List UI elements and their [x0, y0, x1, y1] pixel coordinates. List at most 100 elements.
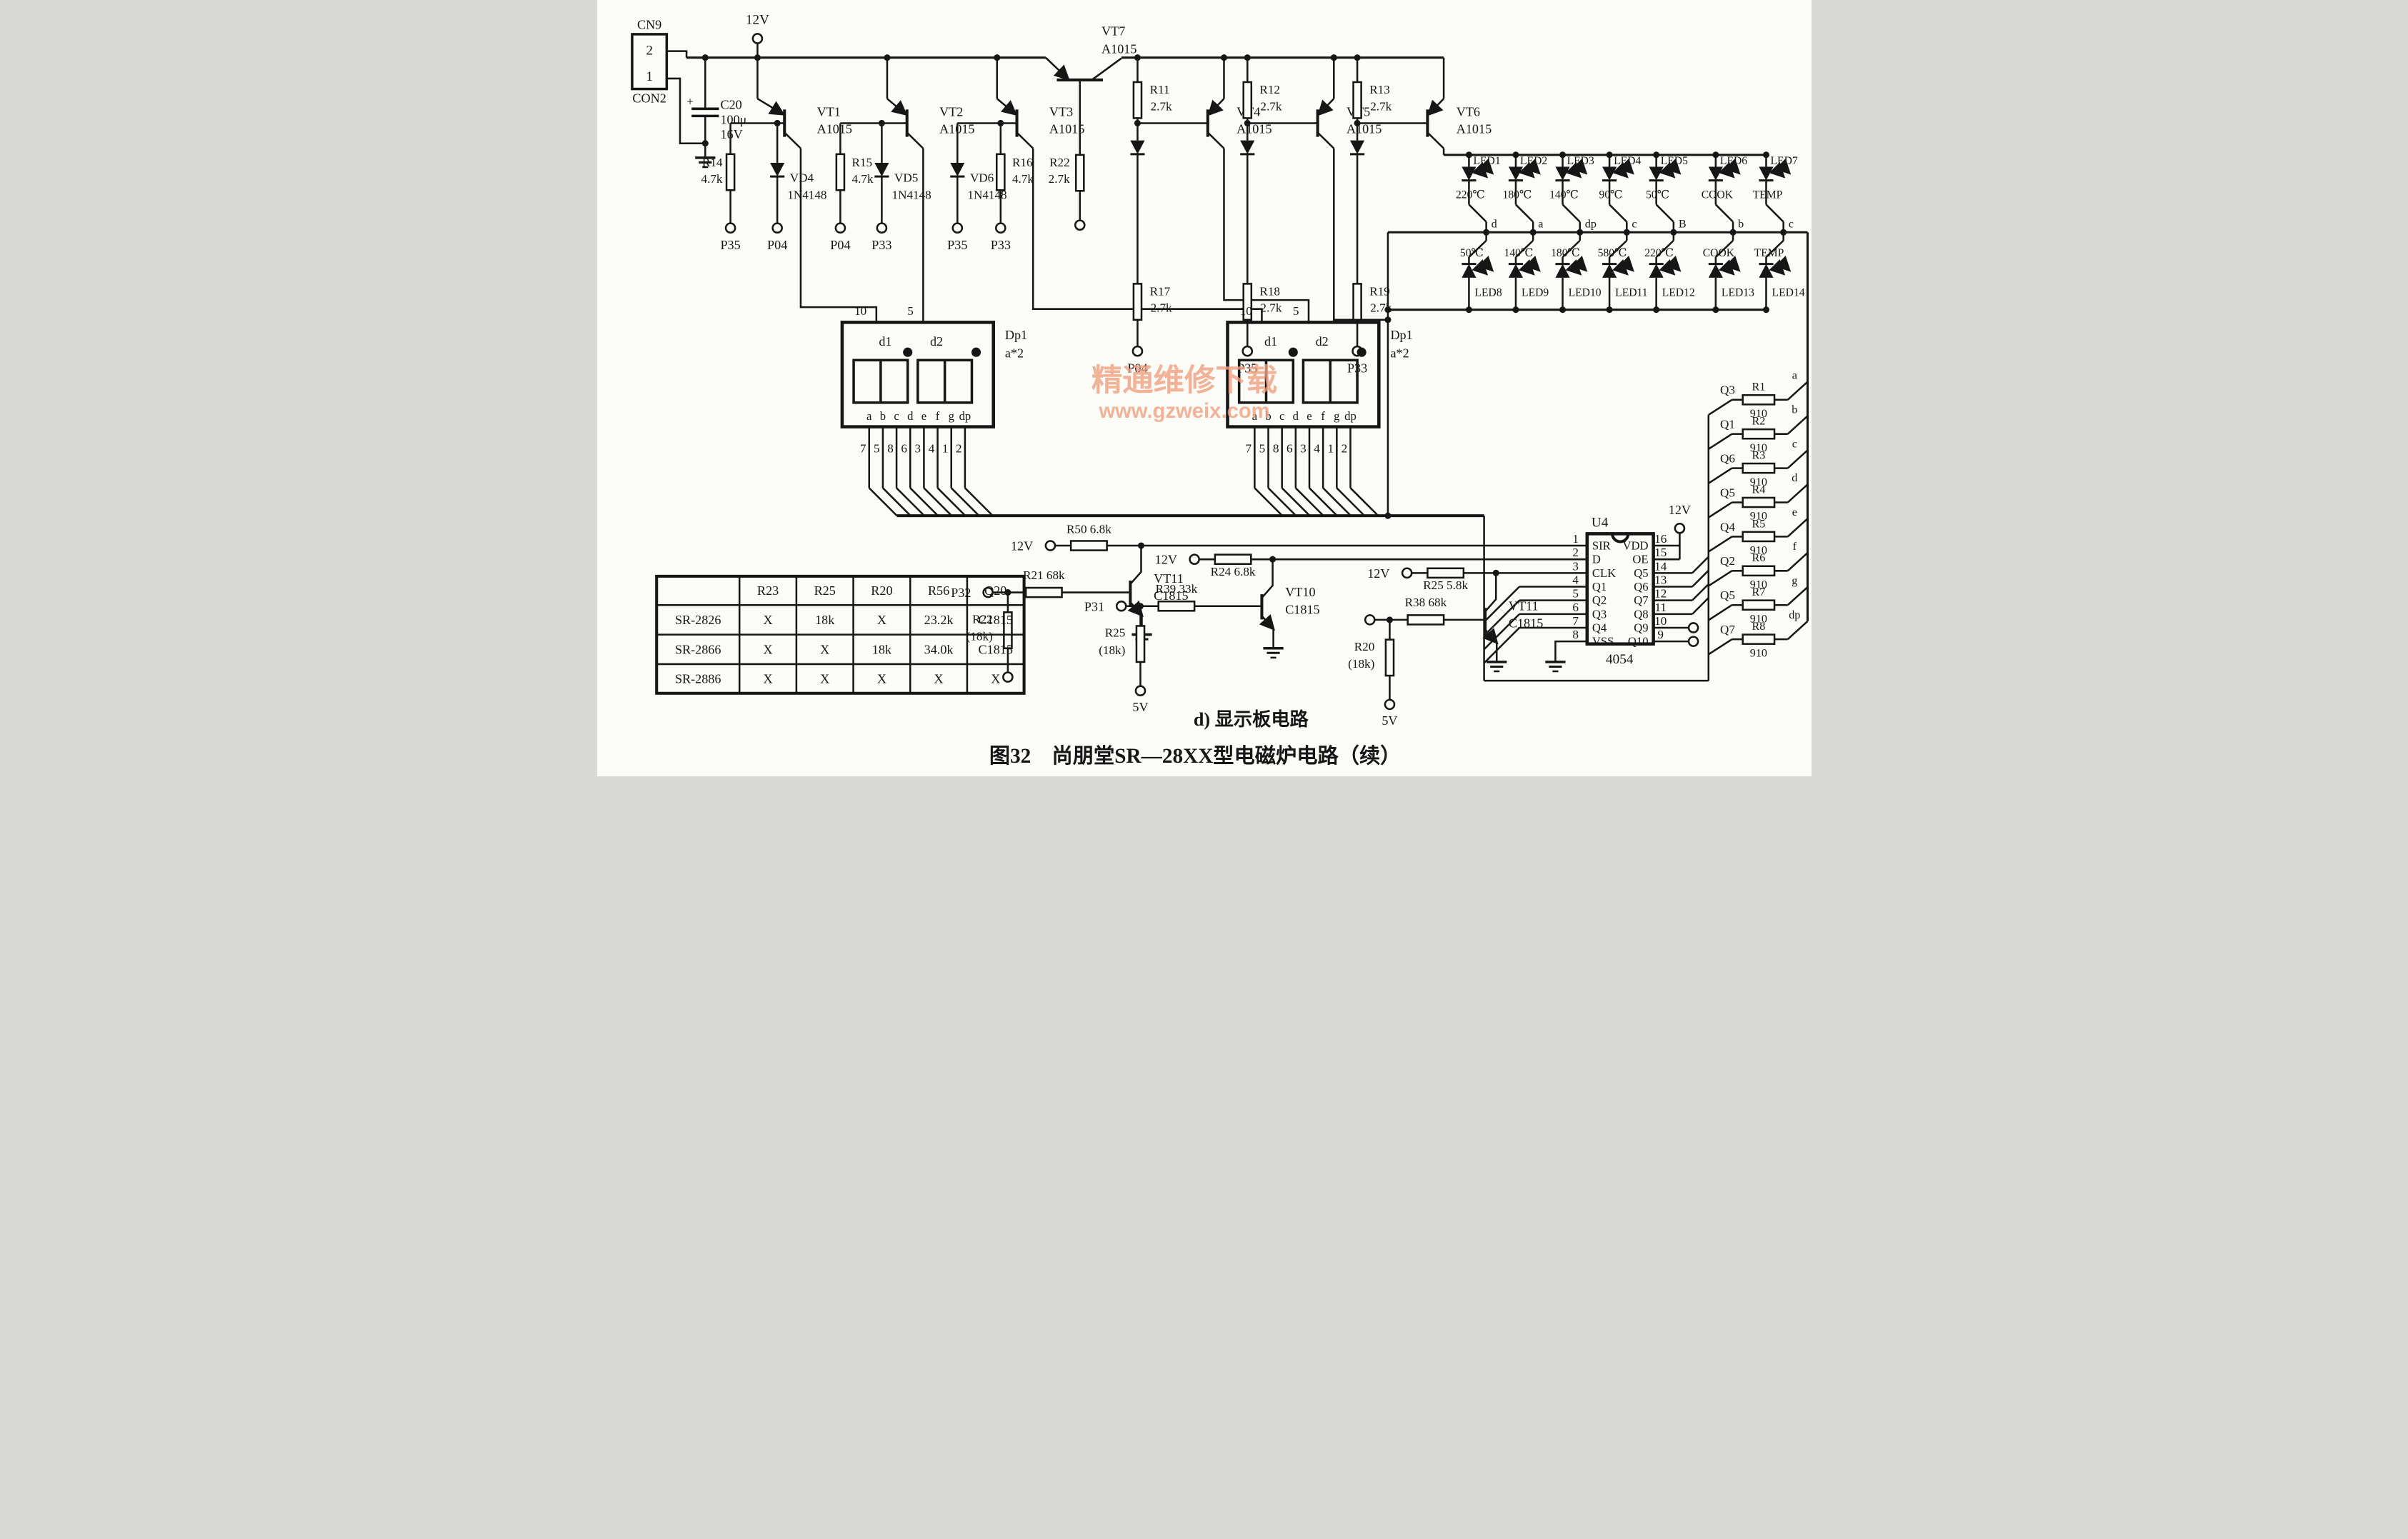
transistor-part: C1815 — [1508, 616, 1542, 630]
table-cell: 34.0k — [924, 642, 954, 656]
segment-letter: dp — [959, 409, 971, 423]
port-label: P33 — [990, 238, 1010, 252]
q-label: Q5 — [1720, 588, 1735, 602]
led-temp: 50℃ — [1646, 189, 1669, 201]
wire — [909, 487, 939, 517]
wire — [1322, 487, 1352, 517]
label: 2.7k — [1048, 172, 1069, 186]
pin-number: 8 — [1572, 628, 1579, 641]
wire — [1468, 239, 1487, 258]
segment-letter: c — [894, 409, 899, 423]
label: 1 — [646, 69, 653, 84]
wire — [1765, 239, 1784, 258]
wire — [1335, 487, 1365, 517]
pin-number: 3 — [914, 441, 921, 455]
decimal-dot — [1288, 347, 1298, 357]
res-ref: R4 — [1752, 483, 1765, 496]
pin-name: VDD — [1622, 539, 1648, 553]
resistor — [1214, 553, 1252, 565]
pin-number: 6 — [1286, 441, 1292, 455]
wire — [881, 487, 911, 517]
led-ref: LED12 — [1662, 287, 1694, 299]
resistor — [1741, 599, 1775, 611]
arrow-wire — [1571, 158, 1587, 175]
led-temp: COOK — [1701, 189, 1733, 201]
resistor — [1242, 81, 1252, 119]
res-val: 910 — [1749, 579, 1767, 591]
wire — [923, 487, 952, 517]
transistor-ref: VT11 — [1154, 571, 1184, 586]
transistor-ref: VT1 — [816, 104, 840, 119]
wire — [1707, 501, 1732, 518]
table-cell: 18k — [871, 642, 891, 656]
table-header: Q20 — [984, 583, 1006, 598]
wire — [1707, 433, 1732, 450]
table-cell: 23.2k — [924, 613, 954, 627]
segment-letter: dp — [1789, 609, 1800, 621]
pin-number: 7 — [859, 441, 866, 455]
pin-number: 8 — [1272, 441, 1279, 455]
arrow-wire — [886, 98, 907, 116]
arrow-wire — [1044, 56, 1070, 81]
pin-number: 3 — [1572, 559, 1579, 573]
diode — [1649, 166, 1664, 181]
pin-number: 5 — [1572, 587, 1579, 601]
pin-number: 13 — [1654, 573, 1667, 586]
led-ref: LED10 — [1568, 287, 1601, 299]
res-label: R38 68k — [1404, 596, 1447, 609]
terminal — [1241, 345, 1253, 357]
res-val: 910 — [1749, 476, 1767, 488]
segment-letter: f — [935, 409, 939, 423]
wire — [1427, 131, 1444, 149]
resistor — [1741, 393, 1775, 406]
res-ref: R7 — [1752, 586, 1765, 598]
segment-letter: f — [1321, 409, 1325, 423]
transistor-ref: VT10 — [1285, 585, 1315, 599]
res-val: 910 — [1749, 408, 1767, 420]
arrow-wire — [1471, 259, 1488, 276]
resistor — [1069, 540, 1108, 551]
terminal — [1001, 671, 1014, 683]
arrow-wire — [1259, 614, 1275, 631]
table-header: R20 — [871, 583, 892, 598]
arrow-wire — [756, 98, 785, 116]
label: 1N4148 — [891, 188, 931, 201]
port-label: P32 — [951, 586, 971, 600]
table-cell: X — [876, 613, 886, 627]
label: 2.7k — [1370, 99, 1392, 113]
arrow-wire — [1718, 161, 1735, 179]
q-label: Q5 — [1720, 486, 1735, 499]
pin-number: 4 — [1572, 573, 1579, 586]
wire — [1714, 204, 1734, 223]
port-label: P31 — [1084, 599, 1104, 613]
wire — [1483, 613, 1520, 651]
arrow-wire — [1659, 259, 1675, 276]
segment-letter: d — [907, 409, 914, 423]
table-header: R23 — [756, 583, 778, 598]
diode — [949, 162, 964, 177]
diode — [1239, 140, 1254, 154]
arrow-wire — [1477, 256, 1494, 272]
led-ref: LED6 — [1719, 155, 1747, 167]
pin-number: 6 — [901, 441, 907, 455]
v12-label: 12V — [1367, 566, 1389, 581]
captions: d) 显示板电路 图32 尚朋堂SR—28XX型电磁炉电路（续） — [989, 708, 1401, 768]
pin-name: Q5 — [1634, 566, 1648, 580]
terminal — [1687, 622, 1699, 633]
pin-number: 9 — [1657, 628, 1664, 641]
wire — [666, 50, 687, 58]
plus-sign: + — [686, 94, 694, 108]
arrow-wire — [1774, 256, 1791, 272]
res-ref: R2 — [1752, 416, 1765, 428]
pin-number: 5 — [1259, 441, 1265, 455]
pin-number: 1 — [941, 441, 948, 455]
v5-label: 5V — [1132, 700, 1148, 714]
wire — [1562, 204, 1581, 223]
label: R13 — [1369, 83, 1390, 96]
pin-name: D — [1592, 553, 1600, 566]
pin-name: OE — [1632, 553, 1648, 566]
label: A1015 — [1456, 122, 1491, 136]
pin-number: 2 — [1572, 546, 1579, 559]
q-label: Q6 — [1720, 452, 1735, 466]
junction-dot — [1652, 306, 1659, 314]
